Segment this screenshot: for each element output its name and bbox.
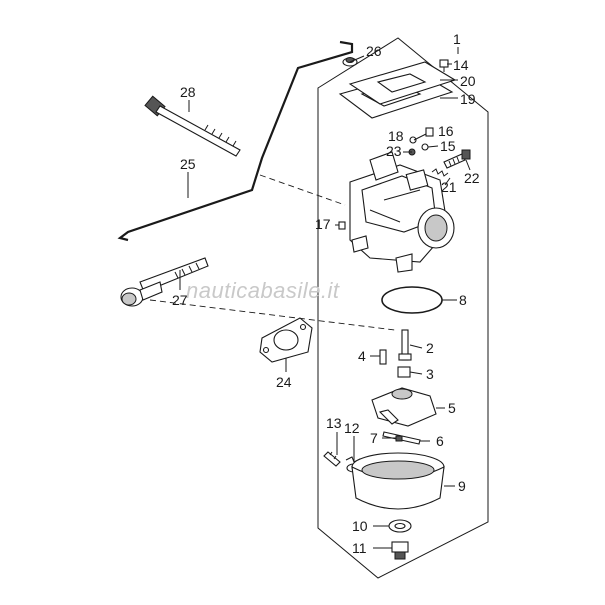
part-5-float [371,387,437,427]
part-15-spring [421,143,429,151]
part-10-washer [388,519,412,533]
callout-6: 6 [436,433,444,449]
callout-26: 26 [366,43,382,59]
callout-20: 20 [460,73,476,89]
part-17-screw [338,221,346,230]
part-2-float-needle [398,329,412,361]
callout-5: 5 [448,400,456,416]
callout-11: 11 [352,540,367,556]
callout-3: 3 [426,366,434,382]
part-3-needle-seat [397,366,411,378]
callout-21: 21 [441,179,457,195]
watermark-text: nauticabasile.it [186,278,340,303]
part-24-gasket [259,317,313,363]
callout-23: 23 [386,143,402,159]
callout-2: 2 [426,340,434,356]
part-13-pilot-screw [323,451,341,467]
callout-15: 15 [440,138,456,154]
callout-16: 16 [438,123,454,139]
callout-22: 22 [464,170,480,186]
callout-9: 9 [458,478,466,494]
callout-4: 4 [358,348,366,364]
callout-14: 14 [453,57,469,73]
part-7-clip [395,435,403,442]
callout-13: 13 [326,415,342,431]
callout-24: 24 [276,374,292,390]
callout-10: 10 [352,518,368,534]
part-21-spring [431,168,449,177]
callout-12: 12 [344,420,360,436]
callout-17: 17 [315,216,331,232]
part-9-float-bowl [351,452,445,510]
part-27-choke-shaft [120,257,209,307]
callout-1: 1 [453,31,461,47]
part-11-drain-screw [391,541,409,560]
part-8-o-ring [381,286,443,314]
leader-lines [179,47,471,549]
callout-18: 18 [388,128,404,144]
callout-27: 27 [172,292,188,308]
alignment-line-upper [259,174,346,206]
part-18-small-ring [409,136,417,144]
assembly-outline [317,37,489,579]
callout-19: 19 [460,91,476,107]
part-28-long-bolt [144,95,241,157]
part-22-adjust-screw [443,149,471,169]
part-25-linkage-rod [117,40,354,242]
callout-25: 25 [180,156,196,172]
carburetor-body [349,151,455,273]
callout-7: 7 [370,430,378,446]
part-20-cover-plate [348,61,457,105]
callout-8: 8 [459,292,467,308]
callout-28: 28 [180,84,196,100]
part-16-screw [425,127,434,137]
alignment-line [149,299,396,331]
part-14-screw [439,59,449,72]
part-4-jet [379,349,387,365]
